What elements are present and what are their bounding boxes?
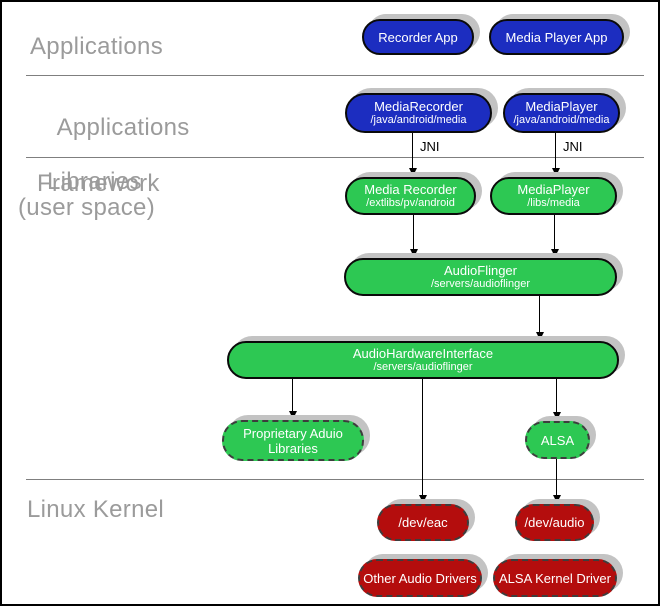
layer-divider-applications-framework xyxy=(26,75,644,76)
node-title-line2: Libraries xyxy=(268,440,318,456)
section-label-applications: Applications xyxy=(30,33,164,60)
node-media-player-app: Media Player App xyxy=(489,19,624,55)
node-dev-audio: /dev/audio xyxy=(515,504,594,541)
connector-mediaplayer-audioflinger xyxy=(554,215,555,250)
connector-alsa-dev-audio xyxy=(556,459,557,496)
layer-divider-framework-libraries xyxy=(26,157,644,158)
node-title: Recorder App xyxy=(378,29,458,45)
node-title: Media Player App xyxy=(505,29,608,45)
arrowhead-icon xyxy=(289,411,297,419)
node-title: MediaRecorder xyxy=(374,99,463,114)
node-dev-eac: /dev/eac xyxy=(377,504,469,541)
edge-label-jni-right: JNI xyxy=(563,139,583,154)
node-other-audio-drivers: Other Audio Drivers xyxy=(358,559,482,597)
layer-divider-libraries-kernel xyxy=(26,479,644,480)
connector-mediarecorder-audioflinger xyxy=(413,215,414,250)
connector-mediarecorder-jni xyxy=(412,133,413,169)
node-audiohardwareinterface: AudioHardwareInterface /servers/audiofli… xyxy=(227,341,619,379)
arrowhead-icon xyxy=(409,168,417,176)
node-audioflinger: AudioFlinger /servers/audioflinger xyxy=(344,258,617,296)
node-title: AudioFlinger xyxy=(444,263,517,278)
section-label-user-space: (user space) xyxy=(18,194,155,221)
node-mediaplayer-library: MediaPlayer /libs/media xyxy=(490,177,617,215)
node-title: MediaPlayer xyxy=(517,182,590,197)
node-subtitle: /libs/media xyxy=(527,197,580,209)
node-subtitle: /extlibs/pv/android xyxy=(366,197,455,209)
connector-mediaplayer-jni xyxy=(555,133,556,169)
node-title: /dev/eac xyxy=(398,515,448,530)
arrowhead-icon xyxy=(553,495,561,503)
connector-ahi-proprietary-libs xyxy=(292,379,293,412)
connector-ahi-dev-eac xyxy=(422,379,423,496)
node-title-line1: Proprietary Aduio xyxy=(243,425,343,441)
arrowhead-icon xyxy=(419,495,427,503)
node-subtitle: /servers/audioflinger xyxy=(430,278,531,290)
node-subtitle: /java/android/media xyxy=(513,114,610,126)
node-media-recorder-library: Media Recorder /extlibs/pv/android xyxy=(345,177,476,215)
arrowhead-icon xyxy=(410,249,418,257)
node-proprietary-audio-libraries: Proprietary Aduio Libraries xyxy=(222,420,364,461)
edge-label-jni-left: JNI xyxy=(420,139,440,154)
node-title: /dev/audio xyxy=(524,515,585,530)
node-alsa-kernel-driver: ALSA Kernel Driver xyxy=(493,559,617,597)
arrowhead-icon xyxy=(551,249,559,257)
section-label-framework-line2: Framework xyxy=(37,170,160,197)
node-title: MediaPlayer xyxy=(525,99,598,114)
section-label-libraries: Libraries xyxy=(47,168,142,195)
section-label-framework-line1: Applications xyxy=(56,114,190,141)
node-subtitle: /servers/audioflinger xyxy=(373,361,473,373)
connector-audioflinger-audiohardwareinterface xyxy=(539,296,540,333)
section-label-applications-framework: Applications Framework xyxy=(30,86,190,254)
node-title: Media Recorder xyxy=(364,182,457,197)
node-title: ALSA Kernel Driver xyxy=(499,570,611,586)
node-title: Other Audio Drivers xyxy=(363,570,477,586)
arrowhead-icon xyxy=(553,412,561,420)
node-recorder-app: Recorder App xyxy=(362,19,474,55)
section-label-linux-kernel: Linux Kernel xyxy=(27,496,165,523)
connector-ahi-alsa xyxy=(556,379,557,413)
node-title: AudioHardwareInterface xyxy=(352,346,494,361)
node-alsa: ALSA xyxy=(525,421,590,459)
node-mediarecorder-framework: MediaRecorder /java/android/media xyxy=(345,93,492,133)
node-subtitle: /java/android/media xyxy=(370,114,467,126)
node-mediaplayer-framework: MediaPlayer /java/android/media xyxy=(503,93,620,133)
arrowhead-icon xyxy=(536,332,544,340)
arrowhead-icon xyxy=(552,168,560,176)
node-title: ALSA xyxy=(540,432,575,448)
